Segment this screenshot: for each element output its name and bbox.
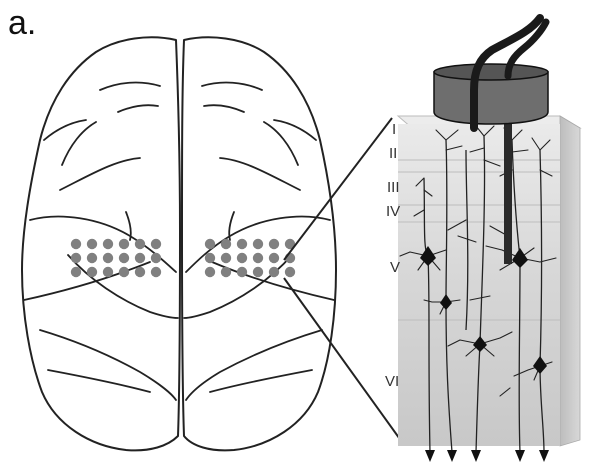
panel-label: a. bbox=[8, 4, 36, 42]
electrode-right-1 bbox=[205, 239, 215, 249]
layer-label-v: V bbox=[390, 259, 400, 276]
electrode-left-11 bbox=[135, 253, 145, 263]
electrode-right-18 bbox=[285, 267, 295, 277]
electrode-left-8 bbox=[87, 253, 97, 263]
layer-label-ii: II bbox=[389, 145, 397, 162]
zoom-lines bbox=[284, 118, 402, 442]
brain-top-view bbox=[22, 37, 336, 450]
electrode-right-4 bbox=[253, 239, 263, 249]
electrode-right-13 bbox=[205, 267, 215, 277]
layer-label-iii: III bbox=[387, 179, 400, 196]
electrode-right-3 bbox=[237, 239, 247, 249]
electrode-right-8 bbox=[221, 253, 231, 263]
electrode-left-6 bbox=[151, 239, 161, 249]
electrode-right-15 bbox=[237, 267, 247, 277]
electrode-right-9 bbox=[237, 253, 247, 263]
axon-arrowheads bbox=[425, 450, 549, 462]
electrode-left-15 bbox=[103, 267, 113, 277]
electrode-left-5 bbox=[135, 239, 145, 249]
electrode-left-7 bbox=[71, 253, 81, 263]
cortex-side-face bbox=[560, 116, 580, 446]
electrode-left-9 bbox=[103, 253, 113, 263]
electrode-left-13 bbox=[71, 267, 81, 277]
electrode-right-11 bbox=[269, 253, 279, 263]
electrode-right-17 bbox=[269, 267, 279, 277]
zoom-line-upper bbox=[284, 118, 392, 260]
electrode-right-7 bbox=[205, 253, 215, 263]
electrode-left-12 bbox=[151, 253, 161, 263]
cortical-block: I II III IV V VI bbox=[385, 116, 580, 462]
electrode-right-16 bbox=[253, 267, 263, 277]
implant-cap-top bbox=[434, 64, 548, 80]
electrode-right-10 bbox=[253, 253, 263, 263]
electrode-left-17 bbox=[135, 267, 145, 277]
electrode-right-14 bbox=[221, 267, 231, 277]
electrode-right-2 bbox=[221, 239, 231, 249]
electrode-left-4 bbox=[119, 239, 129, 249]
layer-label-iv: IV bbox=[386, 203, 400, 220]
electrode-left-16 bbox=[119, 267, 129, 277]
electrode-left-1 bbox=[71, 239, 81, 249]
electrode-left-10 bbox=[119, 253, 129, 263]
layer-label-vi: VI bbox=[385, 373, 399, 390]
electrode-left-18 bbox=[151, 267, 161, 277]
layer-labels: I II III IV V VI bbox=[385, 121, 400, 390]
layer-label-i: I bbox=[392, 121, 396, 138]
electrode-left-2 bbox=[87, 239, 97, 249]
electrode-left-14 bbox=[87, 267, 97, 277]
electrode-left-3 bbox=[103, 239, 113, 249]
electrode-right-5 bbox=[269, 239, 279, 249]
